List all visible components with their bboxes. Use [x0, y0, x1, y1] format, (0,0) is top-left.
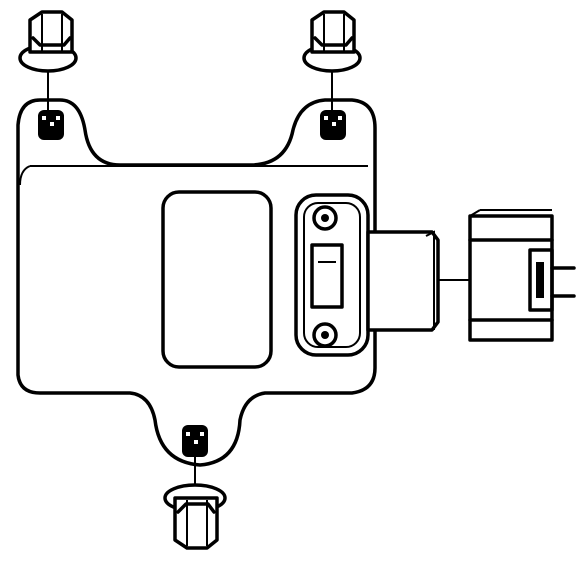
nut-icon — [18, 10, 78, 112]
stud-icon — [182, 425, 208, 457]
stud-icon — [320, 110, 346, 140]
module-housing — [16, 98, 377, 467]
connector-shroud — [366, 230, 440, 332]
nut-icon — [163, 457, 227, 550]
module-label-window — [161, 190, 273, 369]
stud-icon — [38, 110, 64, 140]
harness-connector — [468, 209, 576, 342]
nut-icon — [302, 10, 362, 112]
